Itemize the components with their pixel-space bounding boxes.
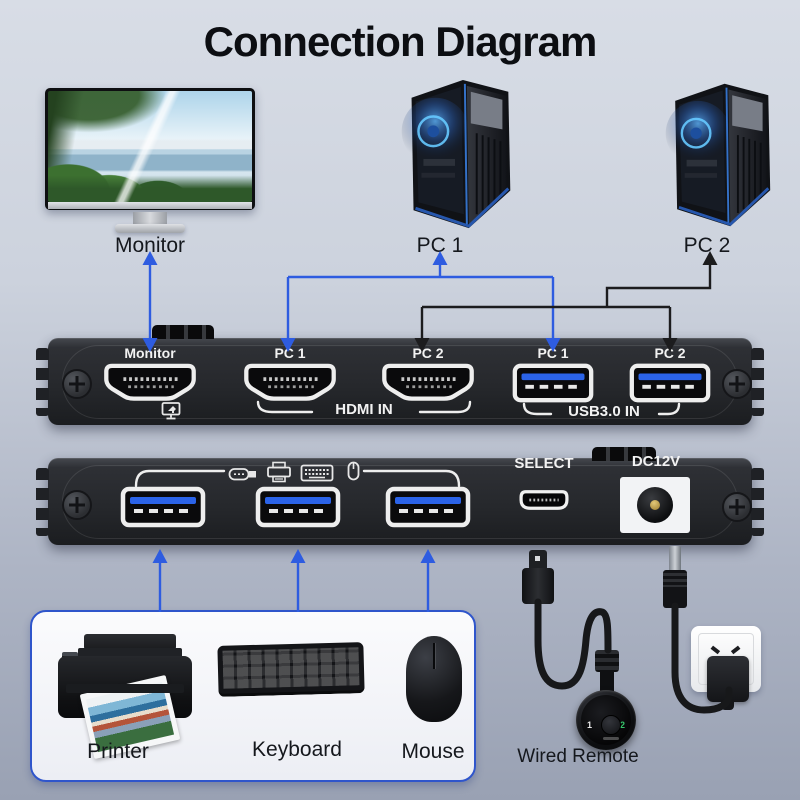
monitor-output-icon — [161, 402, 181, 420]
remote-button-2-label: 2 — [619, 720, 625, 730]
page-title: Connection Diagram — [203, 18, 598, 65]
usb-port-pc2 — [629, 363, 711, 403]
printer-output-slot — [66, 684, 184, 693]
dc-jack — [637, 487, 673, 523]
keyboard-icon — [300, 464, 334, 482]
port-label-pc1-usb: PC 1 — [537, 345, 569, 361]
micro-usb-connector — [522, 568, 554, 604]
power-adapter — [707, 656, 749, 702]
usb-port-pc1 — [512, 363, 594, 403]
pc2-label: PC 2 — [683, 234, 731, 257]
screw-icon — [62, 490, 92, 520]
monitor-chin — [48, 202, 252, 209]
printer-label: Printer — [87, 740, 149, 763]
hdmi-port-monitor — [104, 363, 196, 401]
printer-lid — [78, 648, 182, 658]
keyboard-label: Keyboard — [252, 738, 342, 761]
heatsink-fins — [751, 348, 764, 416]
remote-switch-button — [601, 715, 621, 735]
hdmi-port-pc1 — [244, 363, 336, 401]
heatsink-fins — [36, 348, 49, 416]
heatsink-fins — [36, 468, 49, 536]
top-button — [152, 325, 214, 339]
kvm-back-panel: SELECT DC12V — [36, 447, 764, 545]
pc1-label: PC 1 — [416, 234, 464, 257]
mouse-image — [406, 636, 462, 722]
dc-jack-pin — [650, 500, 660, 510]
usb-port-peripheral-3 — [385, 486, 471, 528]
usb-in-group-label: USB3.0 IN — [568, 403, 640, 420]
power-adapter-cable-exit — [721, 700, 734, 710]
kvm-front-panel: Monitor PC 1 PC 2 PC 1 PC 2 — [36, 325, 764, 425]
monitor-screen — [48, 91, 252, 202]
micro-usb-select-port — [519, 490, 569, 510]
screw-icon — [722, 369, 752, 399]
wired-remote-image: 1 2 — [576, 690, 636, 750]
port-label-monitor: Monitor — [124, 345, 176, 361]
remote-face: 1 2 — [581, 695, 631, 745]
outlet-slot-left — [710, 645, 721, 654]
usb-port-peripheral-1 — [120, 486, 206, 528]
wired-remote-label: Wired Remote — [517, 746, 639, 767]
printer-icon — [267, 461, 291, 483]
heatsink-fins — [751, 468, 764, 536]
pc2-tower-image — [665, 83, 771, 227]
monitor-image — [45, 88, 255, 210]
remote-button-1-label: 1 — [587, 720, 593, 730]
black-connection-lines — [420, 264, 712, 340]
printer-image — [84, 634, 176, 650]
monitor-label: Monitor — [114, 234, 186, 257]
port-label-pc2-usb: PC 2 — [654, 345, 686, 361]
remote-cable — [534, 598, 612, 690]
dc-jack-plate — [620, 477, 690, 533]
top-button — [592, 447, 656, 461]
remote-logo — [603, 737, 619, 740]
blue-connection-lines — [148, 264, 555, 612]
screw-icon — [62, 369, 92, 399]
port-label-pc2-hdmi: PC 2 — [412, 345, 444, 361]
micro-usb-connector-tip — [529, 550, 547, 570]
black-arrowheads — [414, 251, 718, 352]
monitor-stand-base — [115, 224, 185, 233]
dc-plug-tip — [669, 546, 681, 572]
mouse-icon — [347, 461, 360, 481]
select-label: SELECT — [514, 455, 574, 472]
keyboard-keys — [222, 647, 360, 689]
dc12v-label: DC12V — [631, 453, 681, 470]
port-label-pc1-hdmi: PC 1 — [274, 345, 306, 361]
keyboard-image — [217, 642, 365, 697]
cable-strain-relief — [595, 650, 619, 672]
outlet-slot-right — [730, 645, 741, 654]
monitor-stand-neck — [133, 212, 167, 224]
pc1-tower-image — [401, 79, 511, 229]
hdmi-in-group-label: HDMI IN — [335, 401, 393, 418]
usb-icon — [228, 468, 256, 481]
usb-port-peripheral-2 — [255, 486, 341, 528]
screw-icon — [722, 492, 752, 522]
dc-plug — [663, 570, 687, 608]
hdmi-port-pc2 — [382, 363, 474, 401]
mouse-label: Mouse — [401, 740, 465, 763]
